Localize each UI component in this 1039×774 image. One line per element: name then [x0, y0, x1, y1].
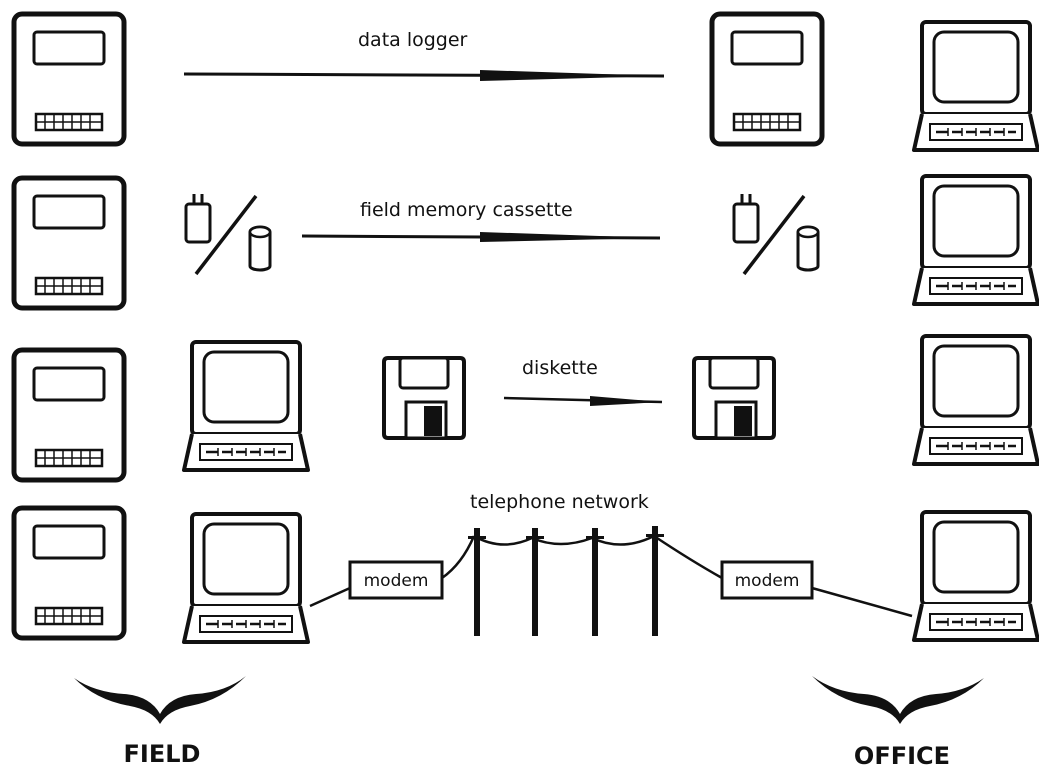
field-memory-cassette-label: field memory cassette [360, 199, 573, 221]
office-computer-icon [912, 510, 1039, 642]
office-computer-icon [912, 20, 1039, 152]
row-telephone-network: telephone network modem modem [14, 491, 1039, 644]
diskette-label: diskette [522, 357, 598, 379]
office-brace [812, 676, 984, 724]
office-cable [811, 586, 913, 618]
field-computer-icon [182, 512, 310, 644]
field-line-to-poles [441, 535, 476, 580]
cassette-arrowhead [480, 232, 660, 242]
office-line-from-poles [653, 534, 723, 580]
telephone-wire [473, 534, 655, 546]
field-cable [309, 586, 351, 608]
telephone-network-label: telephone network [470, 491, 649, 513]
office-side-label: OFFICE [854, 742, 950, 770]
field-diskette-icon [382, 356, 466, 440]
field-computer-icon [182, 340, 310, 472]
office-data-logger-icon [712, 14, 822, 144]
office-computer-icon [912, 174, 1039, 306]
office-modem: modem [720, 560, 814, 600]
field-data-logger-icon [14, 350, 124, 480]
row-field-memory-cassette: field memory cassette [14, 174, 1039, 308]
telephone-poles [468, 526, 664, 636]
field-data-logger-icon [14, 178, 124, 308]
office-computer-icon [912, 334, 1039, 466]
office-modem-label: modem [735, 571, 800, 591]
field-side-label: FIELD [124, 740, 201, 768]
field-cassette-icon [184, 192, 272, 276]
field-modem: modem [348, 560, 444, 600]
data-logger-label: data logger [358, 29, 468, 51]
row-data-logger: data logger [14, 14, 1039, 152]
data-logger-arrowhead [480, 70, 664, 81]
row-diskette: diskette [14, 334, 1039, 480]
field-brace [74, 676, 246, 724]
field-data-logger-icon [14, 508, 124, 638]
office-diskette-icon [692, 356, 776, 440]
field-data-logger-icon [14, 14, 124, 144]
diskette-arrowhead [590, 396, 662, 406]
field-modem-label: modem [364, 571, 429, 591]
office-cassette-icon [732, 192, 820, 276]
